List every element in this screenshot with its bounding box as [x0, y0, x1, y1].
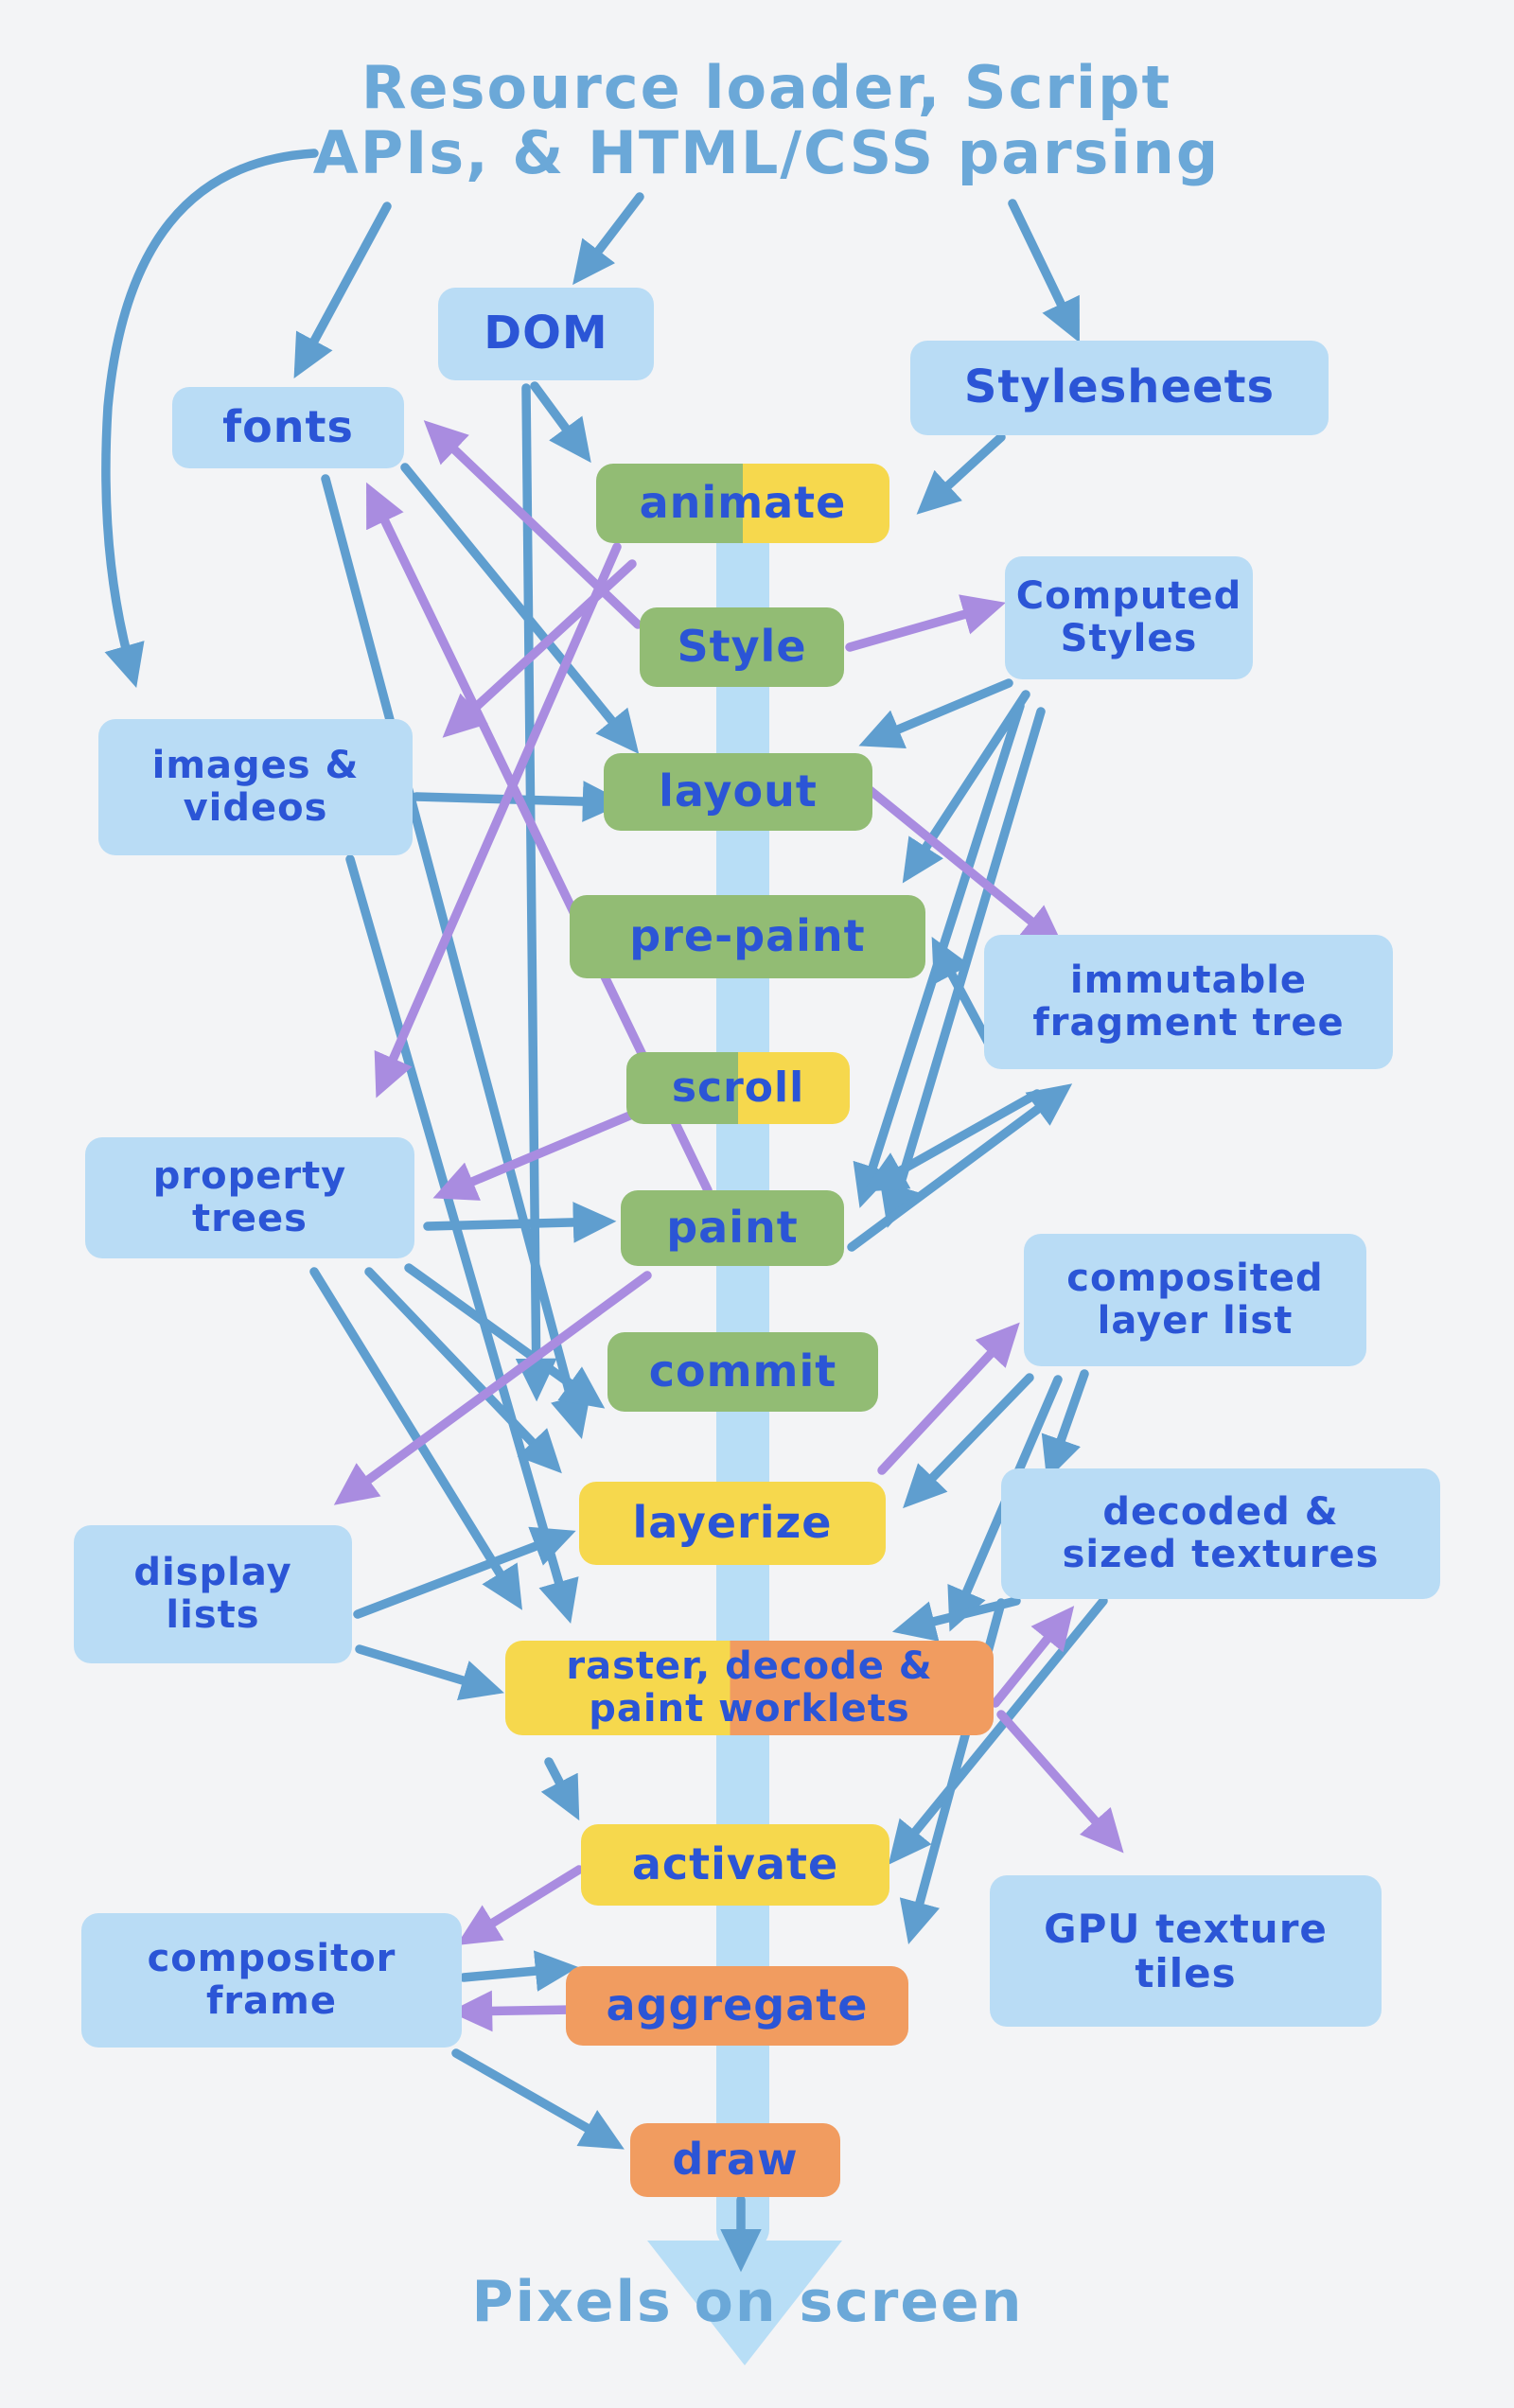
- edge-scroll-to-property-trees: [432, 1110, 637, 1201]
- edge-composited-layer-list-to-layerize: [903, 1373, 1034, 1509]
- node-aggregate: aggregate: [566, 1966, 908, 2046]
- edge-fonts-to-layout: [400, 463, 640, 754]
- node-commit-label: commit: [648, 1345, 837, 1397]
- node-raster-decode-paint-worklets-label: raster, decode &: [566, 1644, 933, 1689]
- node-scroll: scroll: [626, 1052, 850, 1124]
- node-stylesheets: Stylesheets: [910, 341, 1329, 435]
- node-style-label: Style: [677, 621, 807, 673]
- edge-animate-to-property-trees: [374, 542, 622, 1099]
- node-raster-decode-paint-worklets-label: paint worklets: [589, 1687, 910, 1731]
- node-dom: DOM: [438, 288, 654, 380]
- node-compositor-frame-label: compositor: [147, 1937, 396, 1981]
- edge-stylesheets-to-animate: [916, 432, 1006, 515]
- node-activate-label: activate: [631, 1838, 839, 1890]
- node-paint-label: paint: [666, 1202, 799, 1254]
- node-raster-decode-paint-worklets: raster, decode &paint worklets: [505, 1641, 994, 1735]
- edge-display-lists-to-layerize: [353, 1526, 576, 1619]
- edge-images-videos-to-raster-decode-paint-worklets: [345, 854, 579, 1624]
- node-images-videos-label: videos: [183, 786, 328, 830]
- node-layout: layout: [604, 753, 872, 831]
- node-commit: commit: [607, 1332, 878, 1412]
- edge-layout-to-immutable-fragment-tree: [864, 784, 1065, 949]
- edge-compositor-frame-to-draw: [451, 2048, 625, 2150]
- node-images-videos-label: images &: [151, 744, 360, 788]
- edge-paint-to-immutable-fragment-tree: [847, 1083, 1073, 1252]
- node-compositor-frame-label: frame: [206, 1979, 337, 2023]
- node-decoded-sized-textures-label: sized textures: [1062, 1533, 1380, 1576]
- diagram-title-line1: Resource loader, Script: [361, 53, 1172, 122]
- node-computed-styles-label: Styles: [1060, 617, 1198, 660]
- edge-compositor-frame-to-aggregate: [459, 1950, 579, 1992]
- node-activate: activate: [581, 1824, 889, 1906]
- node-draw-label: draw: [672, 2134, 799, 2186]
- edge-computed-styles-to-pre-paint: [902, 690, 1030, 884]
- node-decoded-sized-textures: decoded &sized textures: [1001, 1468, 1440, 1599]
- edge-immutable-fragment-tree-to-paint: [863, 1089, 1042, 1192]
- edge-fonts-to-layerize: [321, 474, 591, 1440]
- node-paint: paint: [621, 1190, 844, 1266]
- node-animate-label: animate: [639, 477, 847, 529]
- edge-property-trees-to-paint: [423, 1202, 617, 1243]
- node-fonts-label: fonts: [222, 401, 354, 453]
- edge-raster-decode-paint-worklets-to-activate: [540, 1757, 580, 1821]
- node-gpu-texture-tiles-label: tiles: [1135, 1950, 1237, 1996]
- node-composited-layer-list-label: composited: [1066, 1257, 1324, 1301]
- node-pre-paint-label: pre-paint: [629, 910, 866, 962]
- edge-title-to-fonts: [293, 202, 392, 379]
- node-property-trees-label: trees: [192, 1197, 308, 1240]
- pixels-on-screen-label: Pixels on screen: [471, 2269, 1024, 2335]
- node-computed-styles-label: Computed: [1015, 574, 1242, 619]
- edge-property-trees-to-raster-decode-paint-worklets: [309, 1267, 522, 1610]
- edge-property-trees-to-commit: [404, 1263, 606, 1409]
- node-scroll-label: scroll: [671, 1063, 805, 1113]
- node-immutable-fragment-tree-label: immutable: [1069, 958, 1308, 1003]
- node-stylesheets-label: Stylesheets: [963, 360, 1276, 414]
- node-dom-label: DOM: [484, 307, 608, 360]
- pipeline-spine-arrowhead: [647, 2241, 842, 2365]
- node-property-trees-label: property: [152, 1154, 347, 1199]
- edge-title-to-stylesheets: [1008, 199, 1080, 343]
- node-composited-layer-list-label: layer list: [1097, 1299, 1294, 1343]
- edge-composited-layer-list-to-decoded-sized-textures: [1041, 1369, 1089, 1481]
- node-aggregate-label: aggregate: [606, 1979, 869, 2031]
- edge-paint-to-display-lists: [333, 1271, 652, 1505]
- edge-display-lists-to-raster-decode-paint-worklets: [355, 1644, 504, 1701]
- diagram-title-line2: APIs, & HTML/CSS parsing: [312, 118, 1221, 188]
- edge-aggregate-to-compositor-frame: [449, 1990, 578, 2032]
- node-fonts: fonts: [172, 387, 404, 468]
- node-pre-paint: pre-paint: [570, 895, 925, 978]
- edge-layerize-to-composited-layer-list: [877, 1322, 1020, 1475]
- edge-title-to-images-videos: [101, 149, 319, 688]
- node-display-lists-label: display: [133, 1551, 292, 1595]
- edge-raster-decode-paint-worklets-to-gpu-texture-tiles: [996, 1710, 1124, 1854]
- edge-property-trees-to-layerize: [364, 1267, 562, 1474]
- edge-dom-to-animate: [530, 381, 591, 464]
- diagram-title: Resource loader, Script APIs, & HTML/CSS…: [265, 55, 1268, 186]
- node-style: Style: [640, 607, 844, 687]
- node-layerize: layerize: [579, 1482, 886, 1565]
- node-immutable-fragment-tree-label: fragment tree: [1032, 1001, 1345, 1045]
- edge-style-to-computed-styles: [845, 594, 1006, 652]
- node-decoded-sized-textures-label: decoded &: [1102, 1490, 1339, 1535]
- node-gpu-texture-tiles-label: GPU texture: [1044, 1905, 1328, 1952]
- edge-activate-to-compositor-frame: [456, 1865, 584, 1945]
- node-images-videos: images &videos: [98, 719, 413, 855]
- node-layerize-label: layerize: [632, 1497, 833, 1549]
- edge-computed-styles-to-layout: [858, 678, 1013, 748]
- edge-raster-decode-paint-worklets-to-decoded-sized-textures: [991, 1606, 1075, 1708]
- node-draw: draw: [630, 2123, 840, 2197]
- edge-title-to-dom: [572, 192, 644, 286]
- node-animate: animate: [596, 464, 889, 543]
- node-display-lists-label: lists: [166, 1593, 260, 1637]
- node-layout-label: layout: [659, 765, 818, 817]
